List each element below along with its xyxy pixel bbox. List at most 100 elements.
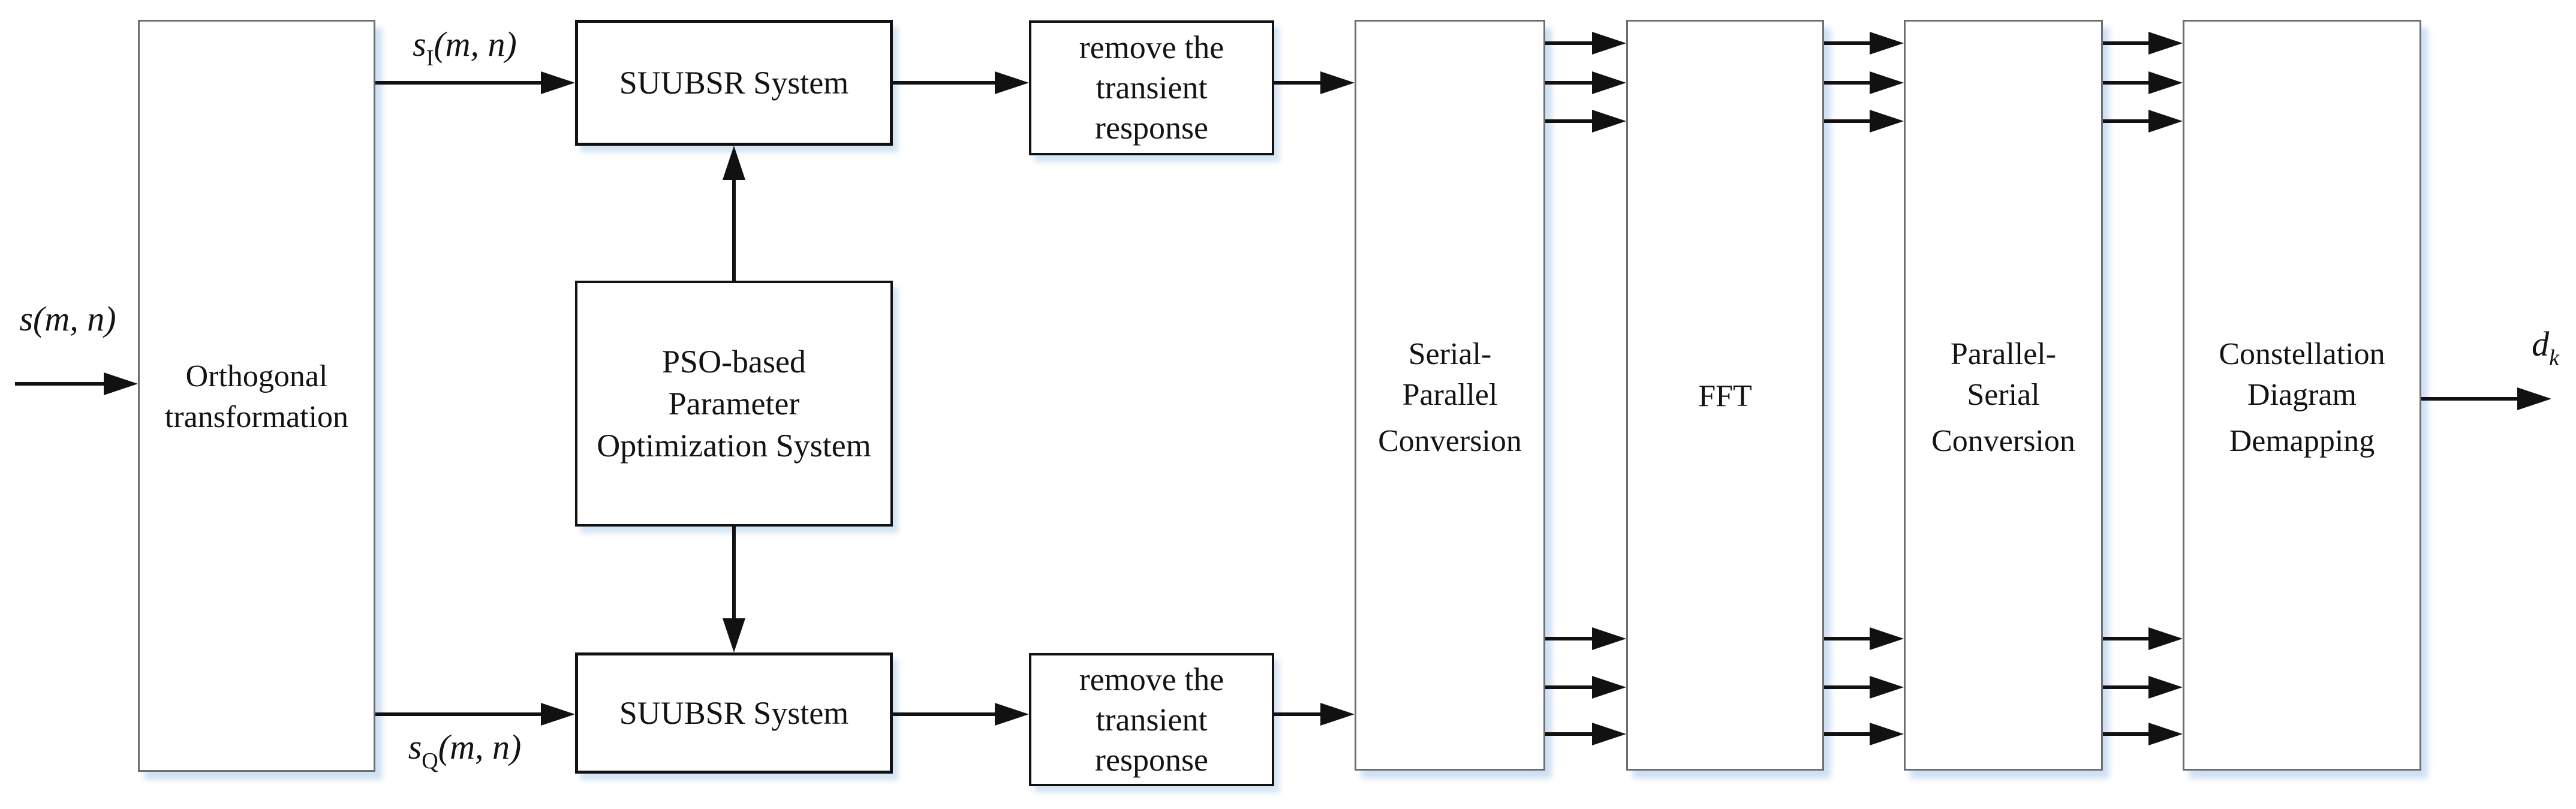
arrow-sp-fft-top-1-shaft [1545, 41, 1596, 45]
orthogonal-transformation-box: Orthogonal transformation [138, 20, 375, 772]
suubsr-system-bottom-box: SUUBSR System [575, 652, 893, 774]
fft-label: FFT [1628, 376, 1822, 417]
arrow-remove-sp-b-shaft [1274, 712, 1324, 716]
signal-base: s [408, 727, 422, 766]
pso-label: PSO-based Parameter Optimization System [577, 283, 890, 524]
arrow-fft-ps-top-3-shaft [1824, 119, 1873, 123]
box-label-line: Parallel [1402, 378, 1498, 412]
suubsr-system-top-box: SUUBSR System [575, 20, 893, 146]
arrow-ps-const-top-2-head [2148, 71, 2183, 94]
signal-subscript: I [426, 46, 434, 71]
box-label-line: Diagram [2247, 378, 2357, 412]
arrow-ps-const-bottom-3-shaft [2103, 732, 2152, 736]
arrow-sq-shaft [375, 712, 544, 716]
arrow-fft-ps-top-3-head [1870, 110, 1904, 133]
arrow-si-head [541, 71, 575, 94]
serial-parallel-conversion-box: Serial- Parallel Conversion [1355, 20, 1545, 771]
arrow-output-head [2517, 387, 2551, 410]
arrow-ps-const-top-3-shaft [2103, 119, 2152, 123]
constellation-demapping-box: Constellation Diagram Demapping [2183, 20, 2421, 771]
input-signal-label: s(m, n) [5, 299, 131, 339]
remove-transient-bottom-label: remove the transient response [1031, 655, 1272, 784]
arrow-sp-fft-top-3-shaft [1545, 119, 1596, 123]
serial-parallel-label: Serial- Parallel Conversion [1356, 334, 1543, 462]
arrow-ps-const-top-1-shaft [2103, 41, 2152, 45]
remove-transient-top-label: remove the transient response [1031, 23, 1272, 153]
fft-box: FFT [1626, 20, 1824, 771]
box-label-line: Serial- [1408, 337, 1492, 371]
box-label-line: transient [1096, 70, 1208, 106]
remove-transient-bottom-box: remove the transient response [1029, 653, 1274, 786]
arrow-remove-sp-t-head [1320, 71, 1355, 94]
box-label-line: transformation [164, 400, 349, 434]
arrow-sp-fft-bottom-1-shaft [1545, 637, 1596, 640]
box-label-line: Optimization System [597, 428, 871, 464]
box-label-line: Orthogonal [185, 359, 328, 393]
arrow-ps-const-bottom-1-shaft [2103, 637, 2152, 640]
output-signal-label: dk [2515, 324, 2575, 371]
arrow-input-head [104, 372, 138, 395]
si-signal-label: sI(m, n) [390, 24, 540, 71]
arrow-ps-const-bottom-2-shaft [2103, 685, 2152, 689]
box-label-line: remove the [1079, 661, 1224, 697]
box-label-line: SUUBSR System [619, 64, 849, 101]
arrow-sp-fft-bottom-2-shaft [1545, 685, 1596, 689]
arrow-fft-ps-top-1-shaft [1824, 41, 1873, 45]
arrow-output-shaft [2421, 397, 2521, 401]
box-label-line: FFT [1698, 379, 1752, 413]
arrow-fft-ps-bottom-1-head [1870, 627, 1904, 650]
signal-rest: (m, n) [434, 25, 517, 64]
arrow-fft-ps-bottom-2-shaft [1824, 685, 1873, 689]
arrow-remove-sp-b-head [1320, 703, 1355, 726]
box-label-line: SUUBSR System [619, 694, 849, 731]
arrow-si-shaft [375, 81, 544, 85]
parallel-serial-label: Parallel- Serial Conversion [1906, 334, 2101, 462]
box-label-line: transient [1096, 701, 1208, 738]
arrow-remove-sp-t-shaft [1274, 81, 1324, 85]
box-label-line: response [1095, 110, 1208, 146]
arrow-sp-fft-bottom-3-shaft [1545, 732, 1596, 736]
signal-rest: (m, n) [33, 299, 116, 338]
box-label-line: Serial [1967, 378, 2040, 412]
arrow-sp-fft-top-3-head [1592, 110, 1626, 133]
arrow-pso-down-head [723, 618, 745, 652]
arrow-sp-fft-top-2-head [1592, 71, 1626, 94]
arrow-sp-fft-bottom-2-head [1592, 676, 1626, 699]
box-label-line: Constellation [2219, 337, 2385, 371]
arrow-sp-fft-top-2-shaft [1545, 81, 1596, 85]
arrow-ps-const-top-1-head [2148, 32, 2183, 55]
signal-base: d [2532, 324, 2550, 363]
box-label-line: PSO-based [662, 344, 806, 380]
box-label-line: remove the [1079, 29, 1224, 65]
arrow-ps-const-top-2-shaft [2103, 81, 2152, 85]
arrow-fft-ps-top-2-head [1870, 71, 1904, 94]
box-label-line: response [1095, 741, 1208, 778]
pso-optimization-box: PSO-based Parameter Optimization System [575, 281, 893, 527]
arrow-fft-ps-top-1-head [1870, 32, 1904, 55]
box-label-line: Parameter [668, 386, 800, 422]
constellation-label: Constellation Diagram Demapping [2184, 334, 2419, 462]
arrow-pso-down-shaft [732, 527, 736, 622]
arrow-pso-up-shaft [732, 176, 736, 281]
arrow-ps-const-top-3-head [2148, 110, 2183, 133]
signal-base: s [413, 25, 426, 64]
arrow-fft-ps-bottom-3-head [1870, 723, 1904, 745]
box-label-line: Conversion [1931, 424, 2075, 458]
arrow-ps-const-bottom-3-head [2148, 723, 2183, 745]
signal-subscript: k [2549, 345, 2559, 371]
orthogonal-transformation-label: Orthogonal transformation [140, 356, 374, 438]
arrow-fft-ps-bottom-3-shaft [1824, 732, 1873, 736]
arrow-sp-fft-top-1-head [1592, 32, 1626, 55]
remove-transient-top-box: remove the transient response [1029, 20, 1274, 155]
arrow-pso-up-head [723, 146, 745, 180]
suubsr-top-label: SUUBSR System [578, 23, 890, 143]
arrow-suubsr-remove-b-head [995, 703, 1029, 726]
arrow-suubsr-remove-t-head [995, 71, 1029, 94]
parallel-serial-conversion-box: Parallel- Serial Conversion [1904, 20, 2103, 771]
box-label-line: Conversion [1378, 424, 1522, 458]
arrow-ps-const-bottom-1-head [2148, 627, 2183, 650]
arrow-suubsr-remove-t-shaft [893, 81, 998, 85]
arrow-sp-fft-bottom-1-head [1592, 627, 1626, 650]
box-label-line: Demapping [2229, 424, 2375, 458]
